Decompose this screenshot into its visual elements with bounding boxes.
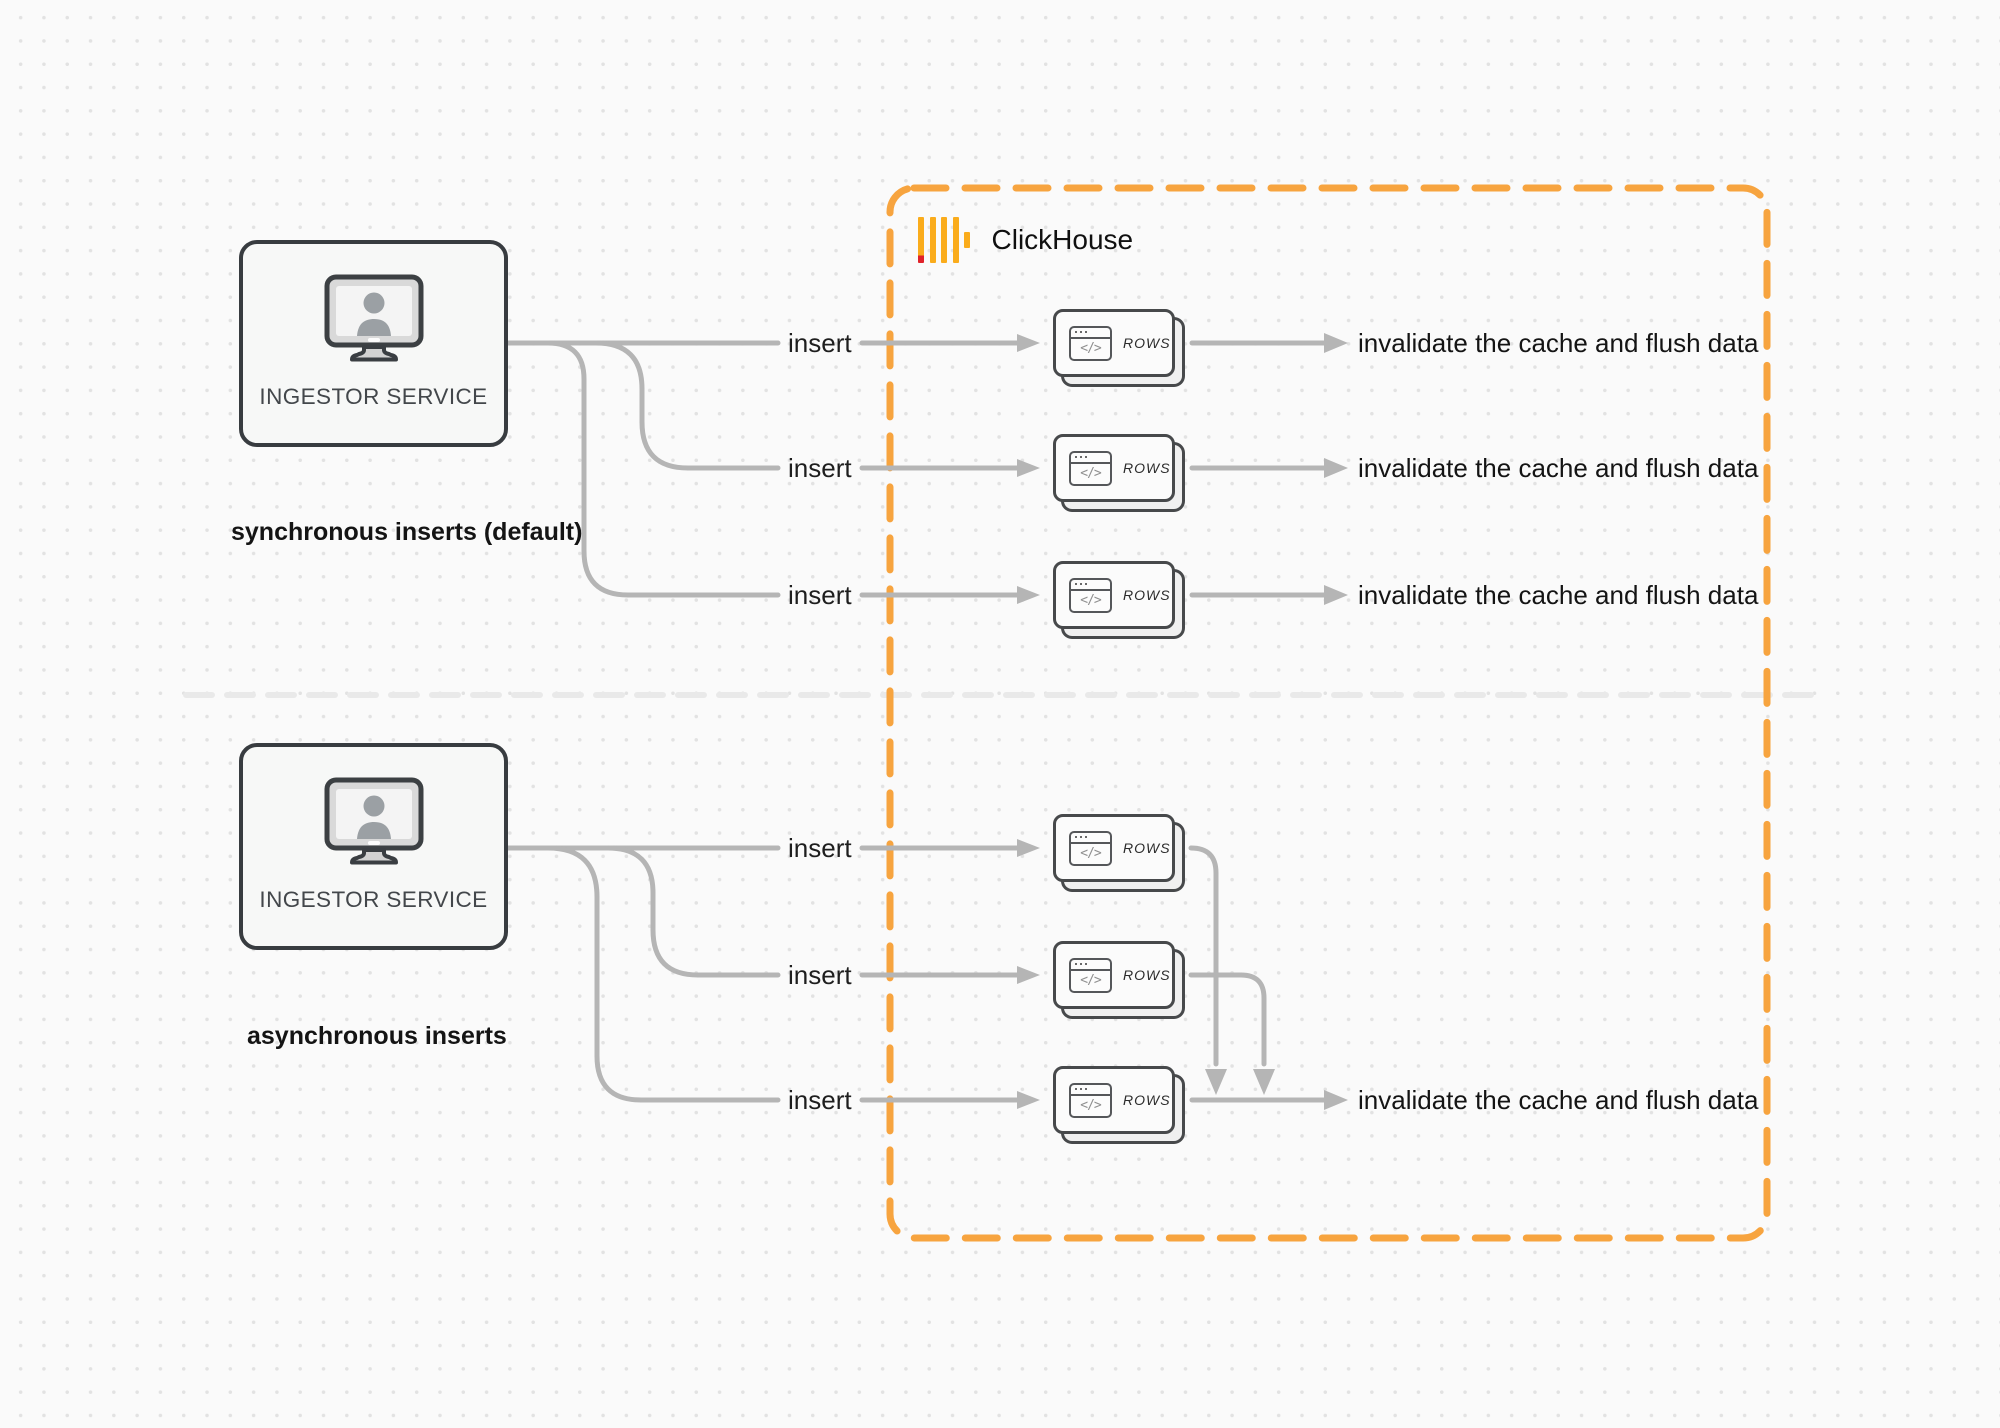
async-merge-from-card4 <box>1188 845 1219 1067</box>
clickhouse-dashed-border <box>886 184 1771 1242</box>
code-glyph: </> <box>1080 846 1101 861</box>
insert-label: insert <box>788 328 852 358</box>
sync-wire-row2-branch <box>593 340 781 471</box>
browser-code-icon: </> <box>1069 957 1112 993</box>
rows-table-card: </> ROWS <box>1053 434 1175 502</box>
insert-label: insert <box>788 1085 852 1115</box>
clickhouse-logo-bar-short <box>964 232 970 248</box>
rows-table-card: </> ROWS <box>1053 1066 1175 1134</box>
code-glyph: </> <box>1080 973 1101 988</box>
arrowhead-merge4-down <box>1205 1069 1227 1095</box>
arrowhead-outcome1 <box>1324 333 1348 353</box>
ingestor-service-box-sync: INGESTOR SERVICE <box>239 240 508 447</box>
arrowhead-merge5-down <box>1253 1069 1275 1095</box>
async-wire-row6-branch <box>545 845 781 1103</box>
arrowhead-insert2 <box>1017 459 1040 477</box>
rows-table-card: </> ROWS <box>1053 309 1175 377</box>
browser-icon-dots <box>1071 833 1110 844</box>
insert-label: insert <box>788 833 852 863</box>
sync-wire-row3-branch <box>545 340 781 598</box>
browser-icon-dots <box>1071 453 1110 464</box>
clickhouse-logo: ClickHouse <box>918 217 1133 263</box>
outcome-label: invalidate the cache and flush data <box>1358 1085 1759 1115</box>
arrowhead-outcome3 <box>1324 585 1348 605</box>
arrowhead-insert3 <box>1017 586 1040 604</box>
clickhouse-logo-bar <box>941 217 947 263</box>
clickhouse-title: ClickHouse <box>991 224 1134 255</box>
async-section-caption: asynchronous inserts <box>247 1022 507 1050</box>
ingestor-service-label: INGESTOR SERVICE <box>259 887 488 912</box>
async-wire-row5-branch <box>605 845 781 978</box>
clickhouse-logo-bar-red-accent <box>918 217 924 263</box>
insert-label: insert <box>788 580 852 610</box>
monitor-user-icon <box>324 777 423 865</box>
arrowhead-insert1 <box>1017 334 1040 352</box>
rows-label: ROWS <box>1123 1092 1171 1108</box>
clickhouse-logo-bar <box>929 217 936 263</box>
code-glyph: </> <box>1080 341 1101 356</box>
arrowhead-outcome-async <box>1324 1090 1348 1110</box>
rows-table-card: </> ROWS <box>1053 941 1175 1009</box>
browser-code-icon: </> <box>1069 450 1112 486</box>
arrowhead-insert6 <box>1017 1091 1040 1109</box>
rows-label: ROWS <box>1123 967 1171 983</box>
browser-code-icon: </> <box>1069 830 1112 866</box>
browser-icon-dots <box>1071 1085 1110 1096</box>
rows-label: ROWS <box>1123 335 1171 351</box>
outcome-label: invalidate the cache and flush data <box>1358 580 1759 610</box>
code-glyph: </> <box>1080 593 1101 608</box>
insert-label: insert <box>788 453 852 483</box>
rows-label: ROWS <box>1123 840 1171 856</box>
ingestor-service-label: INGESTOR SERVICE <box>259 384 488 409</box>
browser-code-icon: </> <box>1069 1082 1112 1118</box>
rows-label: ROWS <box>1123 460 1171 476</box>
browser-icon-dots <box>1071 960 1110 971</box>
sync-section-caption: synchronous inserts (default) <box>231 518 583 546</box>
browser-code-icon: </> <box>1069 325 1112 361</box>
clickhouse-logo-bar <box>952 217 959 263</box>
code-glyph: </> <box>1080 1098 1101 1113</box>
async-merge-from-card5 <box>1188 972 1267 1067</box>
rows-table-card: </> ROWS <box>1053 561 1175 629</box>
outcome-label: invalidate the cache and flush data <box>1358 453 1759 483</box>
code-glyph: </> <box>1080 466 1101 481</box>
arrowhead-outcome2 <box>1324 458 1348 478</box>
arrowhead-insert5 <box>1017 966 1040 984</box>
insert-label: insert <box>788 960 852 990</box>
monitor-user-icon <box>324 274 423 362</box>
arrowhead-insert4 <box>1017 839 1040 857</box>
outcome-label: invalidate the cache and flush data <box>1358 328 1759 358</box>
clickhouse-logo-bars <box>918 217 976 263</box>
rows-label: ROWS <box>1123 587 1171 603</box>
browser-icon-dots <box>1071 580 1110 591</box>
browser-code-icon: </> <box>1069 577 1112 613</box>
browser-icon-dots <box>1071 328 1110 339</box>
rows-table-card: </> ROWS <box>1053 814 1175 882</box>
ingestor-service-box-async: INGESTOR SERVICE <box>239 743 508 950</box>
